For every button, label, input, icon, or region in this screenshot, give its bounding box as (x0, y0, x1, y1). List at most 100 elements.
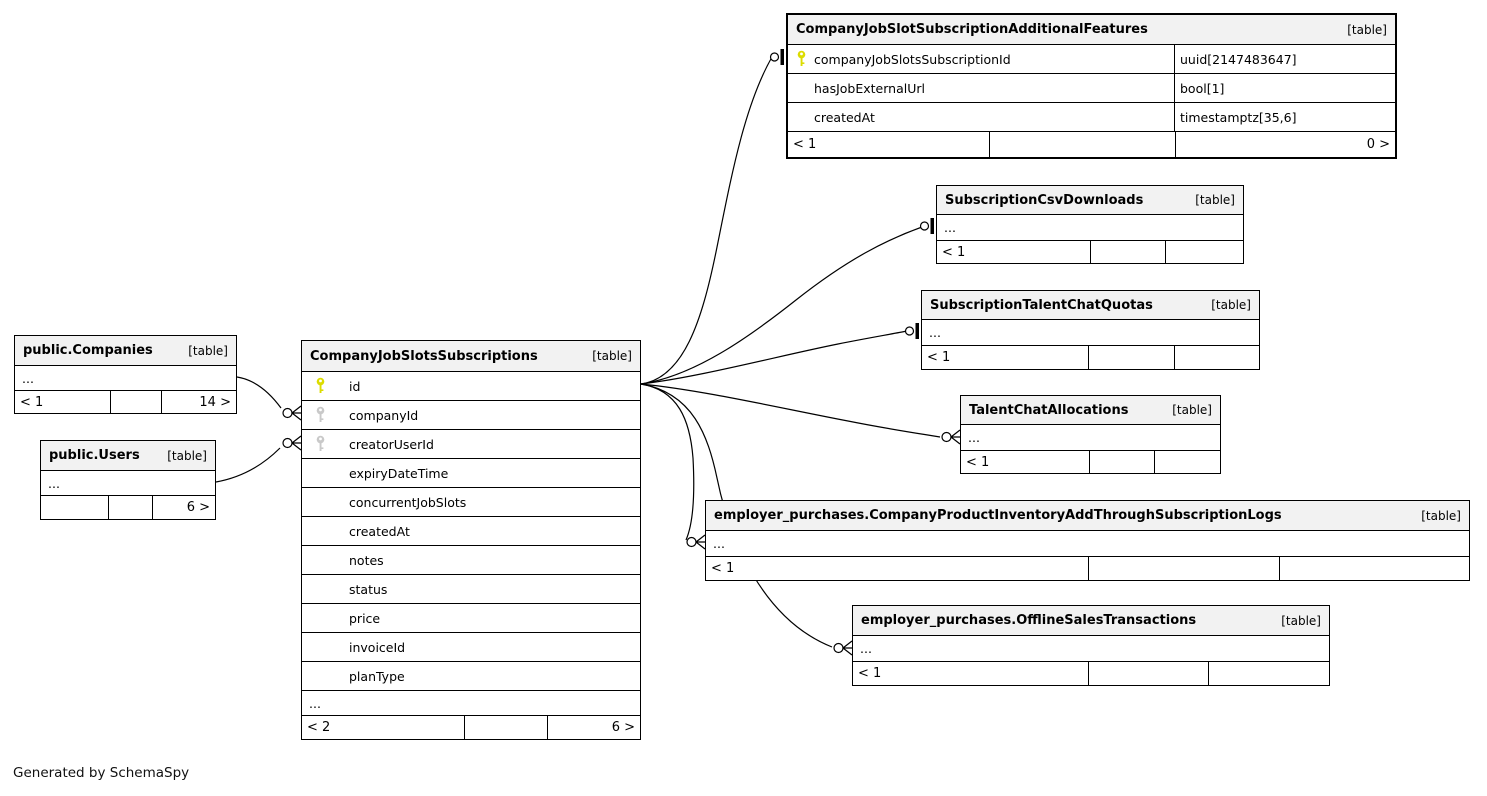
edge-end-tee (780, 49, 784, 65)
footer-children (1154, 451, 1220, 473)
edge-end-circle (686, 536, 697, 548)
table-node-employer_purchases.OfflineSalesTransactions[interactable]: employer_purchases.OfflineSalesTransacti… (852, 605, 1330, 686)
table-title: SubscriptionTalentChatQuotas (930, 297, 1153, 313)
edge-end-circle (941, 431, 952, 443)
column-name: price (349, 610, 381, 626)
column-name: notes (349, 552, 384, 568)
edge-end-circle (282, 437, 293, 449)
column-name: createdAt (349, 523, 410, 539)
columns-ellipsis: ... (922, 319, 1259, 345)
footer-spacer (1089, 241, 1166, 263)
relationship-edge (236, 376, 282, 409)
columns-ellipsis: ... (706, 530, 1469, 556)
footer-parents: < 1 (20, 394, 44, 410)
footer-spacer (988, 132, 1176, 157)
edge-end-circle (833, 642, 844, 654)
columns-ellipsis: ... (961, 424, 1220, 450)
edge-end-tee (915, 323, 919, 339)
primary-key-icon (796, 50, 807, 68)
footer-spacer (464, 716, 547, 739)
edge-end-crowfoot (842, 640, 853, 656)
footer-children: 0 > (1175, 132, 1395, 157)
table-footer: < 1 (706, 556, 1469, 580)
footer-parents: < 1 (966, 454, 990, 470)
footer-parents: < 1 (927, 350, 951, 365)
table-title: CompanyJobSlotSubscriptionAdditionalFeat… (796, 22, 1148, 37)
footer-parents: < 2 (307, 720, 331, 735)
column-row-planType: planType (302, 661, 640, 690)
footer-spacer (1087, 557, 1280, 580)
edge-end-crowfoot (291, 405, 302, 421)
column-row-companyId: companyId (302, 400, 640, 429)
footer-spacer (1087, 346, 1175, 369)
footer-spacer (1088, 451, 1155, 473)
relationship-edge (640, 383, 941, 438)
table-tag: [table] (1421, 508, 1461, 523)
table-node-SubscriptionTalentChatQuotas[interactable]: SubscriptionTalentChatQuotas[table]...< … (921, 290, 1260, 370)
column-type: bool[1] (1174, 74, 1395, 102)
columns-ellipsis: ... (15, 365, 236, 390)
table-node-employer_purchases.CompanyProductInventoryAddThroughSubscriptionLogs[interactable]: employer_purchases.CompanyProductInvento… (705, 500, 1470, 581)
table-header: CompanyJobSlotSubscriptionAdditionalFeat… (788, 15, 1395, 44)
columns-ellipsis: ... (302, 690, 640, 715)
table-node-TalentChatAllocations[interactable]: TalentChatAllocations [table]... < 1 (960, 395, 1221, 474)
relationship-edge (640, 226, 923, 385)
table-title: public.Users (49, 448, 140, 463)
relationship-edge (640, 56, 773, 385)
table-tag: [table] (592, 349, 632, 363)
footer-parents: < 1 (793, 137, 817, 152)
column-row-companyJobSlotsSubscriptionId: companyJobSlotsSubscriptionId uuid[214748… (788, 44, 1395, 73)
footer-children: 14 > (160, 391, 236, 413)
table-header: SubscriptionCsvDownloads[table] (937, 186, 1243, 214)
table-tag: [table] (1347, 22, 1387, 37)
column-name: createdAt (814, 109, 875, 125)
footer-children (1174, 346, 1259, 369)
column-name: companyJobSlotsSubscriptionId (814, 51, 1011, 67)
table-title: employer_purchases.CompanyProductInvento… (714, 508, 1282, 523)
relationship-edge (640, 383, 695, 541)
footer-spacer (110, 391, 161, 413)
table-node-public.Users[interactable]: public.Users[table]...6 > (40, 440, 216, 520)
column-name: concurrentJobSlots (349, 494, 467, 510)
column-row-price: price (302, 603, 640, 632)
columns-ellipsis: ... (853, 635, 1329, 661)
table-header: CompanyJobSlotsSubscriptions[table] (302, 341, 640, 371)
edge-end-crowfoot (291, 435, 302, 451)
table-footer: < 1 (961, 450, 1220, 473)
table-footer: < 1 14 > (15, 390, 236, 413)
table-title: public.Companies (23, 343, 153, 358)
generator-note: Generated by SchemaSpy (13, 765, 190, 781)
footer-parents: < 1 (711, 561, 735, 576)
table-tag: [table] (1172, 403, 1212, 417)
edge-end-tee (930, 218, 934, 234)
column-name: hasJobExternalUrl (814, 80, 925, 96)
edge-end-crowfoot (695, 534, 706, 550)
edge-end-circle (282, 407, 293, 419)
column-type: uuid[2147483647] (1174, 45, 1395, 73)
table-header: employer_purchases.OfflineSalesTransacti… (853, 606, 1329, 635)
column-name: planType (349, 668, 405, 684)
column-row-concurrentJobSlots: concurrentJobSlots (302, 487, 640, 516)
table-node-public.Companies[interactable]: public.Companies [table]... < 1 14 > (14, 335, 237, 414)
table-node-SubscriptionCsvDownloads[interactable]: SubscriptionCsvDownloads[table]... < 1 (936, 185, 1244, 264)
table-header: public.Users[table] (41, 441, 215, 470)
table-tag: [table] (188, 343, 228, 358)
columns-ellipsis: ... (41, 470, 215, 495)
footer-parents: < 1 (942, 244, 966, 260)
table-header: employer_purchases.CompanyProductInvento… (706, 501, 1469, 530)
column-row-notes: notes (302, 545, 640, 574)
table-header: public.Companies [table] (15, 336, 236, 365)
table-title: SubscriptionCsvDownloads (945, 192, 1144, 208)
table-node-CompanyJobSlotSubscriptionAdditionalFeatures[interactable]: CompanyJobSlotSubscriptionAdditionalFeat… (786, 13, 1397, 159)
column-row-status: status (302, 574, 640, 603)
table-title: employer_purchases.OfflineSalesTransacti… (861, 613, 1197, 628)
footer-children: 6 > (151, 496, 215, 519)
columns-ellipsis: ... (937, 214, 1243, 240)
table-title: TalentChatAllocations (969, 402, 1129, 418)
table-footer: < 1 0 > (788, 131, 1395, 157)
column-name: expiryDateTime (349, 465, 449, 481)
column-name: creatorUserId (349, 436, 434, 452)
foreign-key-icon (315, 406, 326, 424)
